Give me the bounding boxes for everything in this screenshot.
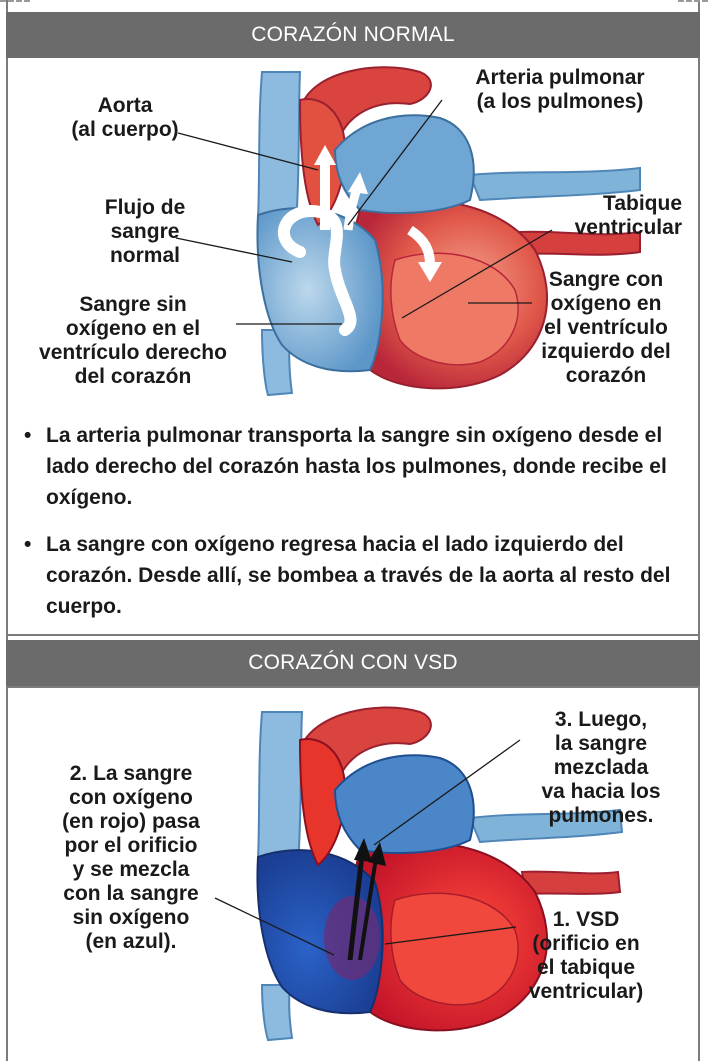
vsd-leader-step3 bbox=[373, 739, 521, 846]
vsd-left-ventricle-inner bbox=[390, 892, 519, 1006]
label-vsd-step3: 3. Luego, la sangre mezclada va hacia lo… bbox=[541, 708, 661, 827]
leader-tabique bbox=[401, 229, 553, 319]
label-tabique-ventricular: Tabique ventricular bbox=[574, 192, 682, 239]
leader-flujo bbox=[175, 237, 293, 263]
vsd-inferior-vena-cava bbox=[260, 984, 294, 1042]
normal-bullet-list: La arteria pulmonar transporta la sangre… bbox=[24, 420, 684, 638]
pulmonary-vein-right bbox=[518, 230, 641, 256]
vsd-arrow-shaft-2 bbox=[358, 857, 378, 961]
label-vsd-step2: 2. La sangre con oxígeno (en rojo) pasa … bbox=[62, 762, 200, 953]
vsd-arrow-shaft-1 bbox=[347, 854, 365, 961]
vsd-pulmonary-trunk bbox=[333, 754, 475, 854]
pulmonary-artery-branch-right bbox=[468, 166, 641, 202]
vsd-superior-vena-cava bbox=[256, 711, 304, 866]
label-sangre-sin-oxigeno: Sangre sin oxígeno en el ventrículo dere… bbox=[39, 293, 227, 388]
label-sangre-con-oxigeno: Sangre con oxígeno en el ventrículo izqu… bbox=[541, 268, 671, 387]
label-flujo-normal: Flujo de sangre normal bbox=[104, 196, 186, 267]
bullet-item: La arteria pulmonar transporta la sangre… bbox=[24, 420, 684, 513]
vsd-leader-step2 bbox=[214, 897, 335, 956]
page-frame bbox=[6, 0, 700, 1061]
label-vsd-step1: 1. VSD (orificio en el tabique ventricul… bbox=[528, 908, 644, 1003]
section-divider bbox=[6, 634, 700, 636]
flow-arrow-down bbox=[407, 225, 435, 266]
vsd-arrowhead-1 bbox=[354, 838, 372, 862]
section-header-normal: CORAZÓN NORMAL bbox=[6, 12, 700, 58]
vsd-arrowhead-2 bbox=[368, 842, 386, 866]
left-ventricle-inner bbox=[390, 252, 519, 366]
section-title-normal: CORAZÓN NORMAL bbox=[251, 23, 455, 46]
vsd-pulmonary-vein bbox=[520, 870, 622, 896]
label-aorta: Aorta (al cuerpo) bbox=[71, 94, 179, 141]
vsd-aorta-trunk bbox=[298, 738, 347, 867]
flow-arrowhead-2 bbox=[348, 172, 368, 194]
corner-dash-right bbox=[678, 0, 708, 2]
vsd-pulmonary-branch bbox=[468, 808, 624, 844]
flow-arrowhead-3 bbox=[418, 262, 442, 282]
label-arteria-pulmonar: Arteria pulmonar (a los pulmones) bbox=[475, 66, 645, 113]
flow-arrow-rv bbox=[277, 205, 357, 336]
leader-arteria bbox=[347, 99, 443, 226]
vsd-leader-step1 bbox=[384, 926, 517, 945]
corner-dash-left bbox=[0, 0, 30, 2]
section-header-vsd: CORAZÓN CON VSD bbox=[6, 640, 700, 686]
flow-arrowhead-1 bbox=[314, 145, 336, 165]
section-title-vsd: CORAZÓN CON VSD bbox=[248, 651, 458, 674]
leader-aorta bbox=[177, 132, 319, 171]
section-divider-vsd bbox=[6, 686, 700, 688]
bullet-item: La sangre con oxígeno regresa hacia el l… bbox=[24, 529, 684, 622]
